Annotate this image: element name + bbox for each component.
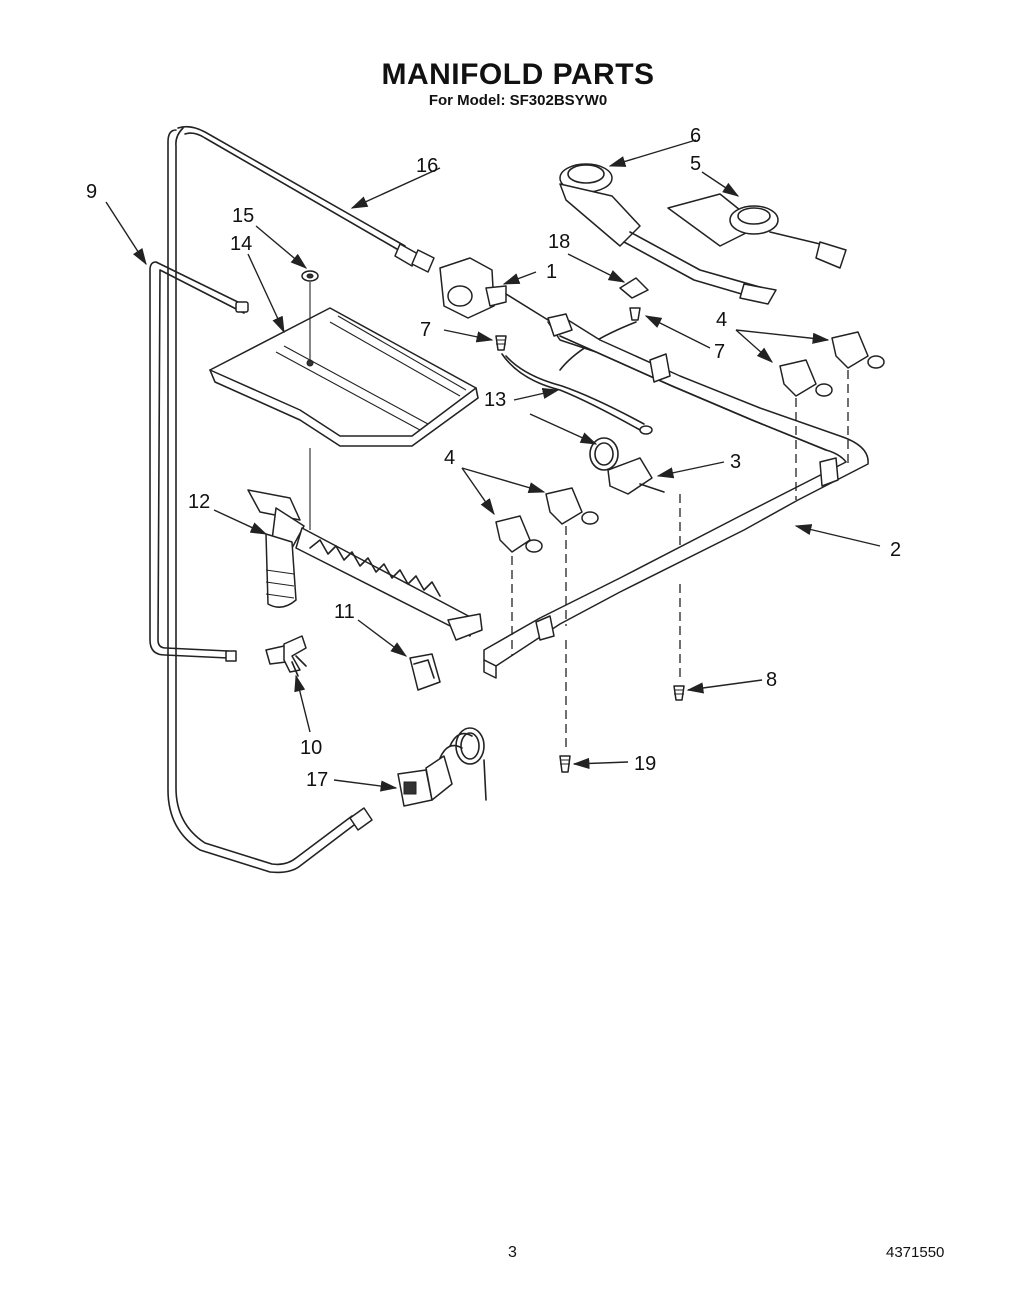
thermostat-part-17 bbox=[397, 727, 487, 807]
callout-10: 10 bbox=[300, 737, 322, 759]
callout-labels: 16 9 15 14 6 5 18 1 7 7 4 13 3 4 12 2 11… bbox=[86, 125, 901, 791]
model-subtitle: For Model: SF302BSYW0 bbox=[428, 92, 608, 109]
surface-burner-part-5 bbox=[667, 193, 847, 269]
gas-tube-part-16 bbox=[167, 125, 435, 874]
surface-burner-part-6 bbox=[559, 163, 777, 305]
manifold-pipe-part-2 bbox=[483, 313, 869, 679]
heat-deflector-part-14 bbox=[209, 307, 479, 447]
callout-5: 5 bbox=[690, 153, 701, 175]
callout-7-right: 7 bbox=[714, 341, 725, 363]
callout-9: 9 bbox=[86, 181, 97, 203]
callout-2: 2 bbox=[890, 539, 901, 561]
callout-7-left: 7 bbox=[420, 319, 431, 341]
callout-leaders bbox=[105, 139, 881, 792]
callout-4-upper: 4 bbox=[716, 309, 727, 331]
regulator-part-1 bbox=[439, 257, 549, 321]
callout-8: 8 bbox=[766, 669, 777, 691]
page-number: 3 bbox=[508, 1244, 517, 1261]
bake-burner-part-12 bbox=[247, 489, 483, 641]
callout-15: 15 bbox=[232, 205, 254, 227]
callout-3: 3 bbox=[730, 451, 741, 473]
callout-16: 16 bbox=[416, 155, 438, 177]
screw-parts-7 bbox=[495, 307, 641, 351]
callout-4-lower: 4 bbox=[444, 447, 455, 469]
callout-19: 19 bbox=[634, 753, 656, 775]
screw-part-19 bbox=[559, 755, 571, 773]
callout-17: 17 bbox=[306, 769, 328, 791]
bracket-part-10 bbox=[265, 635, 307, 677]
callout-14: 14 bbox=[230, 233, 252, 255]
callout-11: 11 bbox=[334, 601, 355, 623]
pilot-tube-part-9 bbox=[149, 261, 249, 662]
callout-18: 18 bbox=[548, 231, 570, 253]
callout-1: 1 bbox=[546, 261, 557, 283]
page-title: MANIFOLD PARTS bbox=[381, 58, 655, 91]
callout-12: 12 bbox=[188, 491, 210, 513]
ignitor-part-3 bbox=[589, 437, 665, 495]
screw-part-8 bbox=[673, 685, 685, 701]
valve-parts-4 bbox=[495, 331, 885, 553]
callout-13: 13 bbox=[484, 389, 506, 411]
bracket-part-18 bbox=[619, 277, 649, 299]
assembly-lines bbox=[511, 370, 849, 752]
nut-part-15 bbox=[301, 270, 319, 530]
callout-6: 6 bbox=[690, 125, 701, 147]
clip-part-11 bbox=[409, 653, 441, 691]
document-code: 4371550 bbox=[886, 1244, 945, 1261]
